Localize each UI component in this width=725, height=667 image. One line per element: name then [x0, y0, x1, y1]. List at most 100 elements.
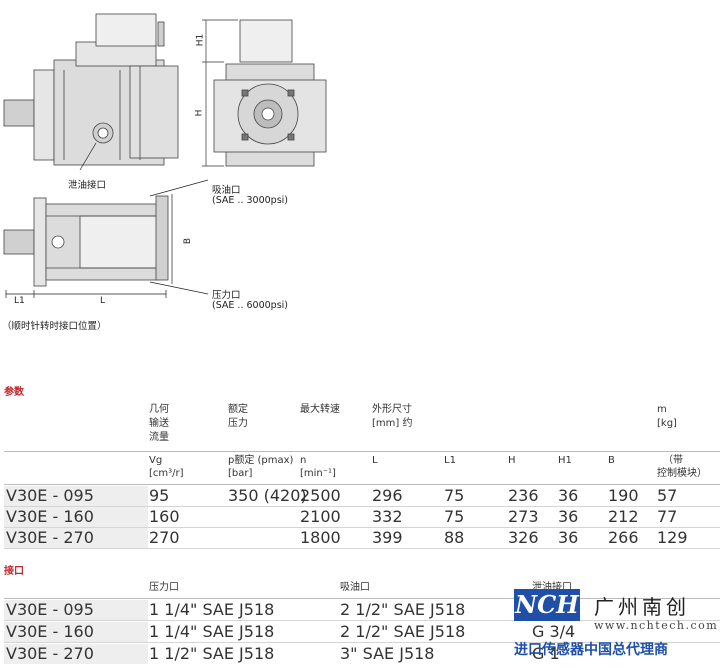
unit-vg-unit: [cm³/r] — [149, 468, 184, 479]
clockwise-note: （顺时针转时接口位置） — [2, 321, 107, 332]
ports-cell-suction: 3" SAE J518 — [340, 644, 435, 663]
ports-row-shade-0 — [4, 600, 148, 620]
company-url: www.nchtech.com — [594, 619, 719, 632]
dim-b: B — [183, 237, 194, 245]
unit-h: H — [508, 455, 516, 466]
params-row-shade-1 — [4, 507, 148, 527]
params-cell-m: 129 — [657, 528, 688, 547]
ports-cell-model: V30E - 095 — [6, 600, 94, 619]
unit-n: n — [300, 455, 307, 466]
params-cell-h1: 36 — [558, 507, 579, 526]
params-cell-n: 1800 — [300, 528, 341, 547]
dim-l1: L1 — [14, 296, 25, 306]
ports-hdr-drain: 泄油接口 — [532, 582, 572, 593]
company-tagline: 进口传感器中国总代理商 — [514, 642, 668, 658]
params-cell-h: 236 — [508, 486, 539, 505]
unit-vg: Vg — [149, 455, 163, 466]
params-row-shade-2 — [4, 528, 148, 548]
params-unit-divider — [4, 484, 720, 485]
pressure-sae-label: (SAE .. 6000psi) — [212, 300, 288, 311]
params-cell-h: 326 — [508, 528, 539, 547]
hdr-dims-2: [mm] 约 — [372, 418, 413, 429]
dim-h1: H1 — [195, 33, 206, 47]
hdr-flow-1: 几何 — [149, 404, 169, 415]
params-cell-model: V30E - 160 — [6, 507, 94, 526]
params-cell-h1: 36 — [558, 486, 579, 505]
params-cell-l: 332 — [372, 507, 403, 526]
params-row-line-2 — [4, 548, 720, 549]
unit-mass-note-2: 控制模块） — [657, 468, 707, 479]
hdr-mass-1: m — [657, 404, 667, 415]
dim-l: L — [100, 296, 106, 306]
hdr-dims-1: 外形尺寸 — [372, 404, 412, 415]
suction-port-label: 吸油口 — [212, 185, 241, 196]
unit-n-unit: [min⁻¹] — [300, 468, 336, 479]
company-name: 广州南创 — [594, 595, 690, 619]
params-cell-l1: 75 — [444, 486, 465, 505]
drain-port-label: 泄油接口 — [68, 180, 107, 191]
ports-cell-pressure: 1 1/2" SAE J518 — [149, 644, 275, 663]
params-title: 参数 — [4, 387, 24, 398]
params-row-shade-0 — [4, 486, 148, 506]
ports-hdr-suction: 吸油口 — [340, 582, 370, 593]
hdr-mass-2: [kg] — [657, 418, 677, 429]
params-cell-l1: 88 — [444, 528, 465, 547]
company-watermark: NCH 广州南创 www.nchtech.com 进口传感器中国总代理商 — [512, 585, 724, 667]
params-cell-vg: 95 — [149, 486, 170, 505]
hdr-pressure-1: 额定 — [228, 404, 248, 415]
ports-hdr-pressure: 压力口 — [149, 582, 179, 593]
params-cell-b: 266 — [608, 528, 639, 547]
params-cell-vg: 160 — [149, 507, 180, 526]
nch-logo: NCH — [514, 589, 580, 621]
params-cell-b: 212 — [608, 507, 639, 526]
unit-mass-note-1: （带 — [663, 455, 683, 466]
ports-cell-suction: 2 1/2" SAE J518 — [340, 600, 466, 619]
pump-drawings — [3, 13, 327, 298]
unit-p-unit: [bar] — [228, 468, 253, 479]
dim-h: H — [194, 109, 205, 117]
params-cell-model: V30E - 270 — [6, 528, 94, 547]
params-row-line-0 — [4, 506, 720, 507]
ports-cell-drain: G 1 — [532, 644, 560, 663]
params-cell-model: V30E - 095 — [6, 486, 94, 505]
params-cell-n: 2500 — [300, 486, 341, 505]
ports-header-divider — [4, 598, 720, 599]
ports-cell-suction: 2 1/2" SAE J518 — [340, 622, 466, 641]
params-header-divider — [4, 451, 720, 452]
ports-cell-model: V30E - 270 — [6, 644, 94, 663]
side-view — [3, 13, 179, 166]
hdr-pressure-2: 压力 — [228, 418, 248, 429]
params-cell-h: 273 — [508, 507, 539, 526]
ports-title: 接口 — [4, 566, 24, 577]
params-cell-l: 296 — [372, 486, 403, 505]
ports-row-shade-2 — [4, 644, 148, 664]
ports-row-shade-1 — [4, 622, 148, 642]
hdr-flow-3: 流量 — [149, 432, 169, 443]
bottom-view — [3, 195, 169, 287]
params-cell-l1: 75 — [444, 507, 465, 526]
params-cell-p: 350 (420) — [228, 486, 307, 505]
params-row-line-1 — [4, 527, 720, 528]
params-cell-h1: 36 — [558, 528, 579, 547]
suction-sae-label: (SAE .. 3000psi) — [212, 195, 288, 206]
params-cell-m: 77 — [657, 507, 678, 526]
ports-cell-model: V30E - 160 — [6, 622, 94, 641]
ports-row-line-1 — [4, 642, 720, 643]
hdr-speed: 最大转速 — [300, 404, 340, 415]
front-view — [213, 19, 327, 167]
pressure-port-label: 压力口 — [212, 290, 241, 301]
params-cell-vg: 270 — [149, 528, 180, 547]
params-cell-n: 2100 — [300, 507, 341, 526]
unit-l: L — [372, 455, 378, 466]
ports-cell-pressure: 1 1/4" SAE J518 — [149, 600, 275, 619]
params-cell-b: 190 — [608, 486, 639, 505]
params-cell-l: 399 — [372, 528, 403, 547]
hdr-flow-2: 输送 — [149, 418, 169, 429]
unit-l1: L1 — [444, 455, 456, 466]
unit-p: p额定 (pmax) — [228, 455, 294, 466]
unit-b: B — [608, 455, 615, 466]
params-cell-m: 57 — [657, 486, 678, 505]
ports-cell-pressure: 1 1/4" SAE J518 — [149, 622, 275, 641]
unit-h1: H1 — [558, 455, 572, 466]
ports-row-line-0 — [4, 620, 720, 621]
